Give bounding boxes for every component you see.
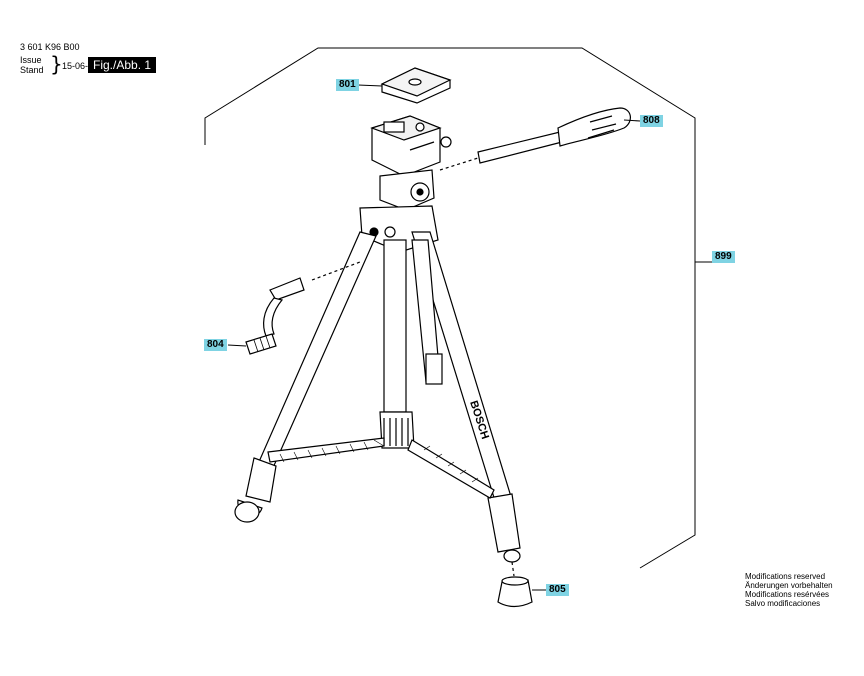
assembly-bracket [204, 47, 696, 569]
modifications-note: Modifications reserved Änderungen vorbeh… [745, 572, 833, 608]
callout-805: 805 [546, 584, 569, 596]
callout-899: 899 [712, 251, 735, 263]
issue-label: Issue [20, 55, 42, 65]
document-number: 3 601 K96 B00 [20, 42, 80, 52]
pan-head [370, 115, 452, 211]
stand-label: Stand [20, 65, 44, 75]
quick-release-plate [380, 67, 452, 104]
callout-804: 804 [204, 339, 227, 351]
leader-808 [623, 119, 641, 122]
pan-handle [439, 107, 631, 171]
leader-801 [357, 84, 383, 87]
figure-label: Fig./Abb. 1 [88, 57, 157, 73]
leg-braces [267, 437, 495, 499]
crank-handle [245, 261, 361, 355]
brace-glyph: } [50, 52, 63, 76]
callout-801: 801 [336, 79, 359, 91]
issue-date: 15-06-02 [62, 61, 99, 71]
center-column [379, 239, 415, 449]
note-line-1: Modifications reserved [745, 572, 826, 581]
leader-804 [227, 344, 247, 347]
note-line-3: Modifications resérvées [745, 590, 830, 599]
issue-stand-labels: Issue Stand [20, 55, 44, 75]
note-line-4: Salvo modificaciones [745, 599, 821, 608]
tripod-legs [234, 231, 521, 563]
note-line-2: Änderungen vorbehalten [745, 581, 833, 590]
rubber-foot [497, 561, 533, 608]
callout-808: 808 [640, 115, 663, 127]
